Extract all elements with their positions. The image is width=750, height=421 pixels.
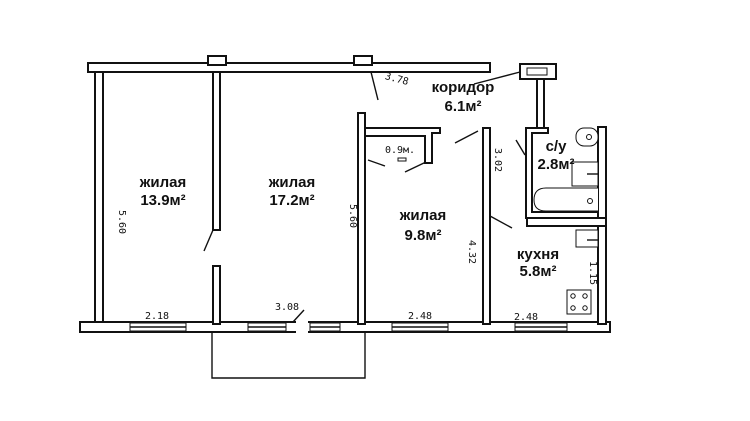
room-label: жилая [268,174,315,191]
dimension-label: 3.02 [492,148,503,172]
dimension-label: 4.32 [466,240,477,264]
room3-left-wall [357,112,366,325]
closet-wall [364,127,441,164]
room-area: 17.2м² [269,192,314,209]
top-wall-column [353,55,373,66]
dimension-label: 1.15 [587,261,598,285]
bottom-wall [79,321,611,333]
room3-right-wall [482,127,491,325]
top-wall [87,62,491,73]
room-label: коридор [432,79,495,96]
room-label: жилая [139,174,186,191]
kitchen-fixtures [566,229,599,315]
dimension-label: 5.60 [347,204,358,228]
room-area: 5.8м² [520,263,557,280]
partition-wall [212,265,221,325]
dimension-label: 5.60 [116,210,127,234]
closet-label: 0.9м. [385,145,415,156]
left-wall [94,71,104,327]
room-label: кухня [517,246,559,263]
dimension-label: 3.08 [275,302,299,313]
windows [129,321,568,335]
room-label: жилая [399,207,446,224]
kitchen-divider [526,217,607,227]
partition-wall [212,71,221,231]
top-wall-column [207,55,227,66]
door-swing [203,229,214,252]
room-area: 13.9м² [140,192,185,209]
room-area: 6.1м² [445,98,482,115]
dimension-label: 2.48 [408,311,432,322]
dimension-label: 2.18 [145,311,169,322]
balcony [211,333,366,379]
dimension-label: 3.78 [384,71,410,88]
bathroom-fixtures [533,127,599,212]
room-area: 9.8м² [405,227,442,244]
dimension-label: 2.48 [514,312,538,323]
room-area: 2.8м² [538,156,575,173]
room-label: с/у [546,138,568,155]
